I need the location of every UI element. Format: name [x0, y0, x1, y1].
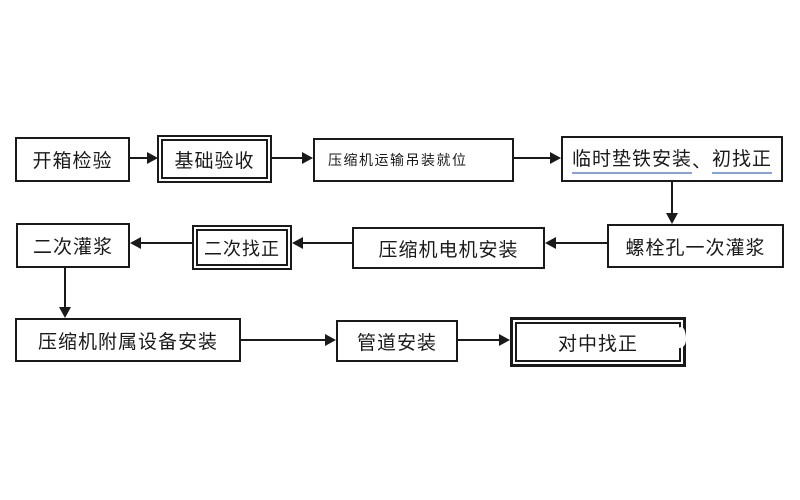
flow-node-bolt-hole-first-grouting: 螺栓孔一次灌浆 — [607, 224, 784, 268]
arrowhead-icon — [147, 152, 158, 164]
arrow-transport-to-shim — [514, 152, 561, 164]
node-label: 压缩机电机安装 — [378, 239, 519, 261]
node-label: 二次灌浆 — [32, 237, 113, 258]
arrow-auxiliary-to-piping — [241, 334, 336, 346]
flow-node-foundation-acceptance: 基础验收 — [157, 135, 272, 183]
arrowhead-icon — [302, 152, 313, 164]
node-label: 二次找正 — [204, 238, 280, 259]
arrow-foundation-to-transport — [272, 152, 313, 164]
arrowhead-icon — [545, 237, 556, 249]
node-label-separator: 、 — [691, 150, 712, 172]
node-label-underlined-part1: 临时垫铁安装 — [571, 144, 692, 174]
arrow-grouting-to-motor — [545, 237, 607, 249]
arrowhead-icon — [130, 237, 141, 249]
node-label: 螺栓孔一次灌浆 — [625, 237, 766, 259]
flow-node-secondary-alignment: 二次找正 — [192, 225, 292, 270]
arrowhead-icon — [59, 307, 71, 318]
arrowhead-icon — [550, 152, 561, 164]
node-label: 压缩机运输吊装就位 — [328, 152, 468, 168]
flow-node-secondary-grouting: 二次灌浆 — [16, 223, 130, 268]
node-label: 基础验收 — [174, 150, 255, 172]
arrow-secondary-alignment-to-secondary-grouting — [130, 237, 192, 249]
flow-node-compressor-transport-positioning: 压缩机运输吊装就位 — [313, 138, 514, 182]
flow-node-piping-install: 管道安装 — [336, 320, 458, 362]
arrow-motor-to-secondary-alignment — [292, 237, 352, 249]
node-label-underlined-part2: 初找正 — [712, 144, 773, 174]
arrow-unboxing-to-foundation — [130, 152, 158, 164]
arrow-secondary-grouting-to-auxiliary — [59, 268, 71, 318]
flow-node-temporary-shim-install-initial-alignment: 临时垫铁安装、初找正 — [561, 136, 783, 182]
flow-node-unboxing-inspection: 开箱检验 — [15, 137, 130, 182]
arrow-piping-to-centering — [458, 334, 510, 346]
node-label: 对中找正 — [557, 333, 638, 355]
node-label: 压缩机附属设备安装 — [37, 331, 218, 353]
flow-node-centering-alignment: 对中找正 — [510, 317, 686, 367]
arrowhead-icon — [325, 334, 336, 346]
arrowhead-icon — [666, 213, 678, 224]
node-label: 管道安装 — [356, 332, 437, 354]
flow-node-compressor-auxiliary-equipment-install: 压缩机附属设备安装 — [15, 318, 241, 362]
flow-node-compressor-motor-install: 压缩机电机安装 — [352, 227, 545, 269]
node-label: 开箱检验 — [32, 151, 113, 172]
arrowhead-icon — [499, 334, 510, 346]
watermark-remnant — [674, 327, 686, 348]
arrowhead-icon — [292, 237, 303, 249]
arrow-shim-to-grouting — [666, 182, 678, 224]
